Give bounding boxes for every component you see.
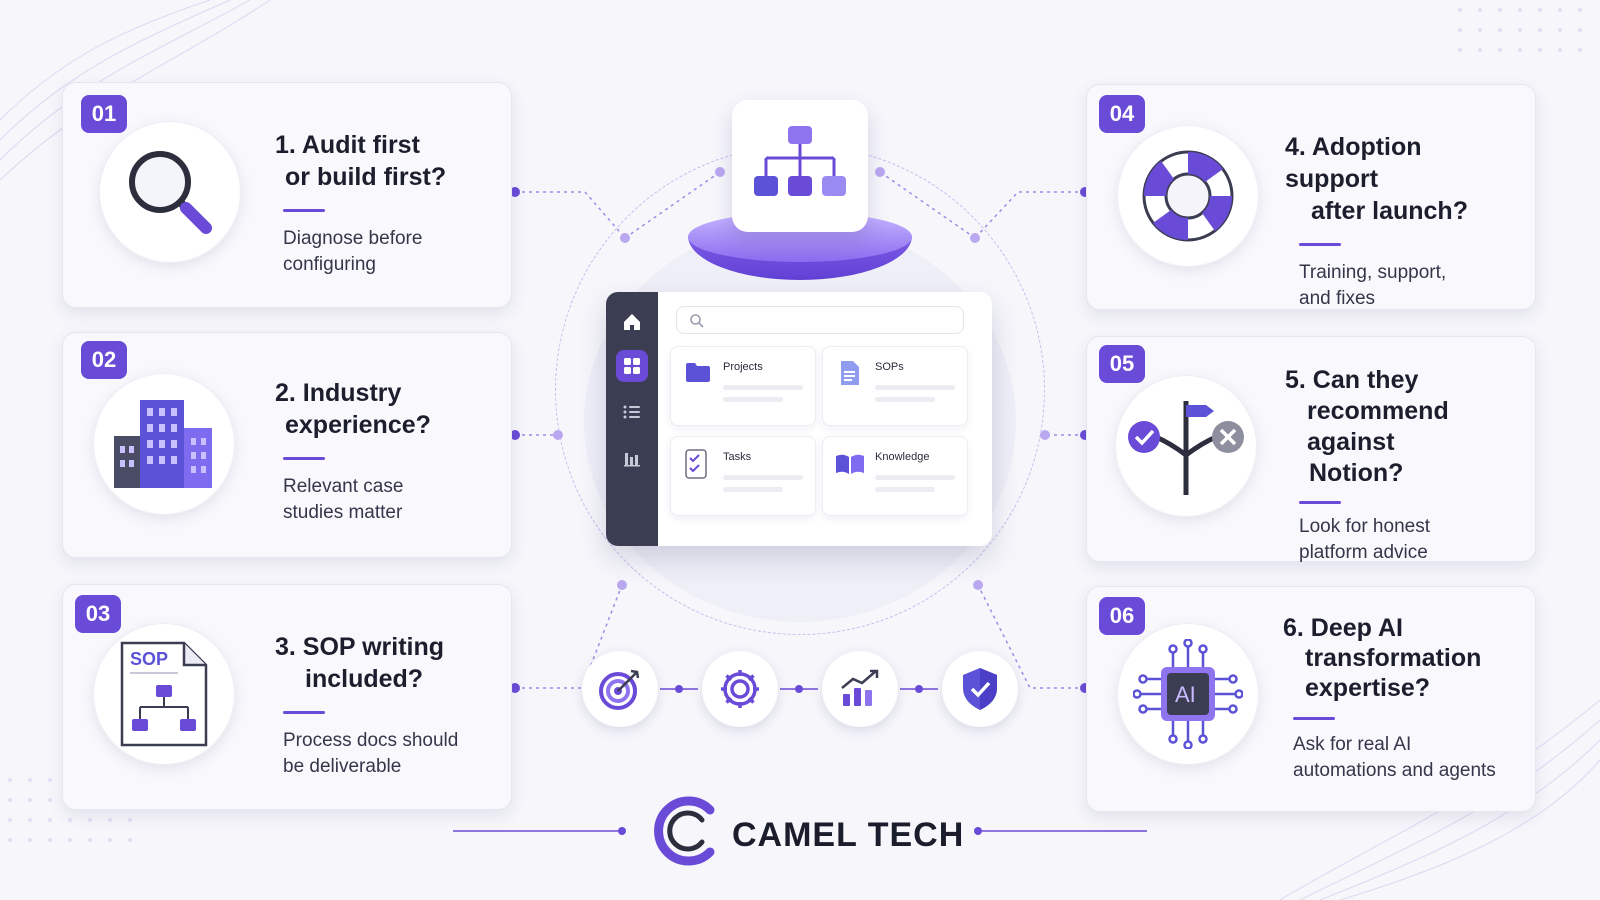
card-badge: 03 bbox=[75, 595, 121, 633]
lifebuoy-icon bbox=[1142, 150, 1234, 242]
brand-logo: CAMEL TECH bbox=[650, 796, 963, 868]
workspace-sidebar bbox=[606, 292, 658, 546]
card-description: Relevant case studies matter bbox=[283, 476, 404, 523]
card-06: 06 AI 6. Deep AI transformation expertis… bbox=[1086, 586, 1536, 812]
card-description: Diagnose before configuring bbox=[283, 228, 423, 275]
document-icon bbox=[841, 361, 859, 385]
hierarchy-icon bbox=[754, 126, 846, 196]
buildings-icon bbox=[114, 400, 212, 488]
list-icon[interactable] bbox=[616, 396, 648, 428]
card-title: 1. Audit first or build first? bbox=[275, 131, 447, 191]
icon-circle bbox=[1115, 375, 1257, 517]
ai-chip-icon: AI bbox=[1133, 639, 1243, 749]
title-underline bbox=[1299, 243, 1341, 246]
sop-document-icon: SOP bbox=[120, 641, 208, 747]
svg-text:SOP: SOP bbox=[130, 649, 168, 669]
card-text: 1. Audit first or build first? Diagnose … bbox=[275, 129, 505, 278]
tile-label: Knowledge bbox=[875, 451, 930, 463]
workspace-search-input[interactable] bbox=[676, 306, 964, 334]
card-description: Ask for real AI automations and agents bbox=[1293, 734, 1496, 781]
folder-icon bbox=[686, 363, 710, 382]
book-icon bbox=[836, 454, 864, 474]
card-title: 3. SOP writing included? bbox=[275, 633, 445, 693]
checklist-icon bbox=[685, 449, 707, 479]
tile-label: Tasks bbox=[723, 451, 752, 463]
svg-text:AI: AI bbox=[1175, 682, 1196, 707]
tile-sops[interactable]: SOPs bbox=[822, 346, 968, 426]
card-text: 6. Deep AI transformation expertise? Ask… bbox=[1283, 613, 1513, 784]
growth-chart-icon bbox=[822, 651, 898, 727]
icon-circle: AI bbox=[1117, 623, 1259, 765]
card-description: Process docs should be deliverable bbox=[283, 730, 459, 777]
home-icon[interactable] bbox=[616, 306, 648, 338]
card-title: 6. Deep AI transformation expertise? bbox=[1283, 614, 1482, 702]
grid-icon[interactable] bbox=[616, 350, 648, 382]
card-title: 2. Industry experience? bbox=[275, 379, 431, 439]
pedestal bbox=[688, 212, 912, 282]
tile-knowledge[interactable]: Knowledge bbox=[822, 436, 968, 516]
card-description: Look for honest platform advice bbox=[1299, 516, 1430, 563]
card-text: 2. Industry experience? Relevant case st… bbox=[275, 377, 505, 526]
icon-circle bbox=[1117, 125, 1259, 267]
card-badge: 04 bbox=[1099, 95, 1145, 133]
card-title: 5. Can they recommend against Notion? bbox=[1285, 366, 1449, 487]
card-04: 04 4. Adoption support after launch? Tra… bbox=[1086, 84, 1536, 310]
card-01: 01 1. Audit first or build first? Diagno… bbox=[62, 82, 512, 308]
card-badge: 05 bbox=[1099, 345, 1145, 383]
tile-label: Projects bbox=[723, 361, 763, 373]
signpost-icon bbox=[1128, 401, 1244, 495]
card-badge: 02 bbox=[81, 341, 127, 379]
brand-name: CAMEL TECH bbox=[732, 816, 965, 854]
card-description: Training, support, and fixes bbox=[1299, 262, 1447, 309]
card-badge: 01 bbox=[81, 95, 127, 133]
card-02: 02 2. Industry experience? bbox=[62, 332, 512, 558]
card-03: 03 SOP 3. SOP writing included? Process … bbox=[62, 584, 512, 810]
camel-tech-logo-icon bbox=[654, 796, 715, 866]
title-underline bbox=[283, 209, 325, 212]
card-text: 4. Adoption support after launch? Traini… bbox=[1285, 131, 1515, 312]
icon-circle bbox=[93, 373, 235, 515]
magnifier-icon bbox=[129, 151, 212, 234]
tile-projects[interactable]: Projects bbox=[670, 346, 816, 426]
workspace-window: Projects SOPs Tasks Knowledge bbox=[606, 292, 992, 546]
title-underline bbox=[1293, 717, 1335, 720]
hierarchy-card bbox=[732, 100, 868, 232]
tile-label: SOPs bbox=[875, 361, 904, 373]
tile-tasks[interactable]: Tasks bbox=[670, 436, 816, 516]
title-underline bbox=[283, 711, 325, 714]
gear-icon bbox=[702, 651, 778, 727]
title-underline bbox=[1299, 501, 1341, 504]
bar-chart-icon[interactable] bbox=[616, 442, 648, 474]
search-icon bbox=[690, 314, 704, 328]
card-05: 05 5. Can they recommend against Notion?… bbox=[1086, 336, 1536, 563]
icon-circle: SOP bbox=[93, 623, 235, 765]
shield-check-icon bbox=[942, 651, 1018, 727]
icon-circle bbox=[99, 121, 241, 263]
title-underline bbox=[283, 457, 325, 460]
target-icon bbox=[582, 651, 658, 727]
card-title: 4. Adoption support after launch? bbox=[1285, 133, 1468, 225]
card-badge: 06 bbox=[1099, 597, 1145, 635]
card-text: 5. Can they recommend against Notion? Lo… bbox=[1285, 365, 1515, 566]
card-text: 3. SOP writing included? Process docs sh… bbox=[275, 631, 505, 780]
